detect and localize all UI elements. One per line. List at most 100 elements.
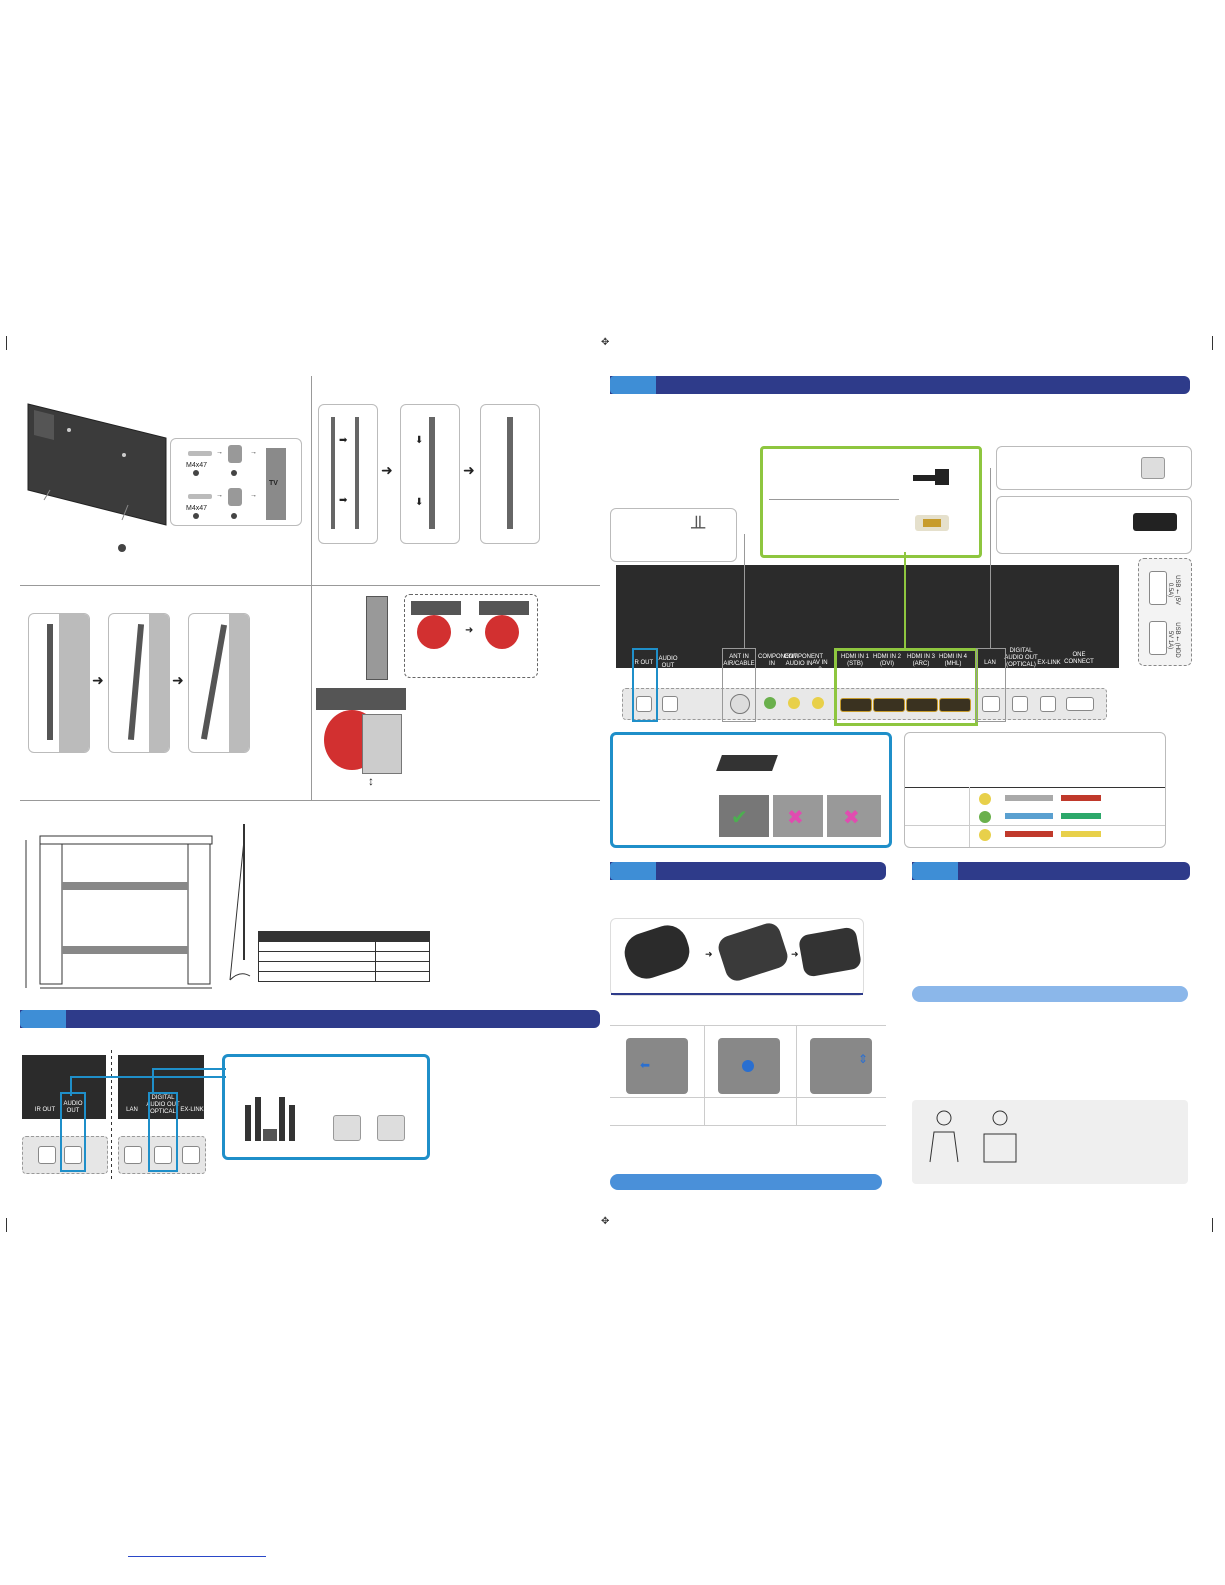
section-header-bar-remote: [610, 862, 886, 880]
av-yellow-jack: [812, 697, 824, 709]
optical-highlight: [148, 1092, 178, 1172]
set-top-box-bad-1: [773, 795, 823, 837]
label-one-connect: ONE CONNECT: [1064, 652, 1094, 665]
screw-label-1: M4x47: [186, 462, 208, 469]
touchpad-drag-gesture: ⬅: [626, 1038, 688, 1094]
component-cable-box: [904, 732, 1166, 848]
connector-line: [70, 1076, 226, 1096]
spec-table: [258, 931, 430, 982]
ir-out-highlight: [632, 648, 658, 722]
hdmi-port-1: [840, 698, 872, 712]
arrow-icon: ➜: [465, 625, 474, 636]
audio-out-highlight: [60, 1092, 86, 1172]
label-hdmi-3: HDMI IN 3 (ARC): [906, 654, 935, 667]
label-hdmi-2: HDMI IN 2 (DVI): [872, 654, 901, 667]
arrow-icon: →: [216, 492, 223, 499]
touchpad-press-gesture: [718, 1038, 780, 1094]
tilt-step-1: [28, 613, 90, 753]
arrow-icon: →: [250, 492, 257, 499]
audio-out-port: [64, 1146, 82, 1164]
tv-back-illustration: [24, 400, 170, 530]
tv-panel: [266, 448, 286, 520]
component-yellow-jack: [788, 697, 800, 709]
green-jack-icon: [979, 811, 991, 823]
hdmi-highlight: [834, 648, 978, 726]
touchpad-scroll-gesture: ⇕: [810, 1038, 872, 1094]
arrow-icon: ⬇: [415, 497, 424, 508]
gesture-grid-line: [796, 1025, 797, 1125]
ex-link-port-main: [1040, 696, 1056, 712]
arrow-icon: ➜: [172, 672, 184, 688]
step-dot: [231, 470, 237, 476]
arrow-icon: →: [250, 449, 257, 456]
tv-rear-panel-small-1: [22, 1055, 106, 1119]
optical-port: [154, 1146, 172, 1164]
ex-link-port: [182, 1146, 200, 1164]
label-av-in-2: AV IN 2: [812, 660, 828, 673]
hdmi-leader-line: [904, 552, 906, 648]
hdmi-port-icon: [915, 515, 949, 531]
cable-icon: [1061, 795, 1101, 801]
label-ir-out-small: IR OUT: [34, 1107, 56, 1113]
one-connect-port: [1066, 697, 1094, 711]
label-ex-link: EX-LINK: [1037, 660, 1061, 666]
crop-mark: [6, 1218, 7, 1232]
label-digital-audio-small: DIGITAL AUDIO OUT (OPTICAL): [146, 1095, 180, 1115]
section-header-bar-connections: [610, 376, 1190, 394]
label-ir-out: IR OUT: [632, 660, 654, 666]
ir-blaster-frame: ✔ ✖ ✖: [610, 732, 892, 848]
connector-line: [152, 1068, 226, 1094]
arrow-icon: ⬇: [415, 435, 424, 446]
arrow-icon: ➜: [92, 672, 104, 688]
arrow-icon: →: [216, 449, 223, 456]
side-profile-drawing: [224, 820, 264, 990]
arrow-icon: ➡: [339, 435, 348, 446]
tv-label: TV: [269, 480, 278, 487]
left-grid-divider-horizontal-2: [20, 800, 600, 801]
antenna-leader-line: [744, 534, 745, 648]
screw-label-2: M4x47: [186, 505, 208, 512]
remote-icon: [619, 920, 695, 984]
remote-back-icon: [797, 926, 863, 978]
section-bar-light-2: [912, 986, 1188, 1002]
audio-out-port-main: [662, 696, 678, 712]
lan-callout: [996, 446, 1192, 490]
label-digital-audio-out: DIGITAL AUDIO OUT (OPTICAL): [1004, 648, 1038, 668]
spacer-icon: [228, 488, 242, 506]
label-audio-out-small: AUDIO OUT: [63, 1101, 83, 1114]
screw-icon: [188, 494, 212, 499]
cable-icon: [1061, 831, 1101, 837]
label-component-audio: COMPONENT AUDIO IN: [784, 654, 823, 667]
hdmi-port-2: [873, 698, 905, 712]
optical-port-main: [1012, 696, 1028, 712]
dimension-drawing: [22, 820, 218, 992]
label-component-in: COMPONENT IN: [758, 654, 797, 667]
bottom-link-underline: [128, 1556, 266, 1557]
bracket-step-2: ⬇ ⬇: [400, 404, 460, 544]
optical-port-icon: [333, 1115, 361, 1141]
label-ant-in: ANT IN AIR/CABLE: [723, 654, 755, 667]
arrow-icon: ➜: [463, 462, 475, 478]
screw-dot: [118, 544, 126, 552]
cable-icon: [1005, 831, 1053, 837]
arrow-updown-icon: ⇕: [858, 1052, 869, 1066]
ir-blaster-device: [716, 755, 778, 771]
lan-port: [124, 1146, 142, 1164]
label-usb-2: USB ⭠ (HDD 5V 1A): [1167, 622, 1180, 658]
cross-icon: ✖: [843, 807, 860, 829]
coaxial-port-icon: [377, 1115, 405, 1141]
gesture-grid-line: [610, 1097, 886, 1098]
home-theater-icon: [245, 1097, 295, 1141]
label-hdmi-4: HDMI IN 4 (MHL): [938, 654, 967, 667]
lan-port-icon: [1141, 457, 1165, 479]
yellow-jack-icon-2: [979, 829, 991, 841]
remote-open-icon: [715, 920, 791, 984]
set-top-box-bad-2: [827, 795, 881, 837]
component-green-jack: [764, 697, 776, 709]
wall-bracket-illustration: [366, 596, 388, 680]
arrow-icon: ➜: [791, 949, 799, 959]
cross-icon: ✖: [787, 807, 804, 829]
gesture-grid-line: [610, 1025, 886, 1026]
label-lan: LAN: [984, 660, 996, 666]
usb-port-1: [1149, 571, 1167, 605]
